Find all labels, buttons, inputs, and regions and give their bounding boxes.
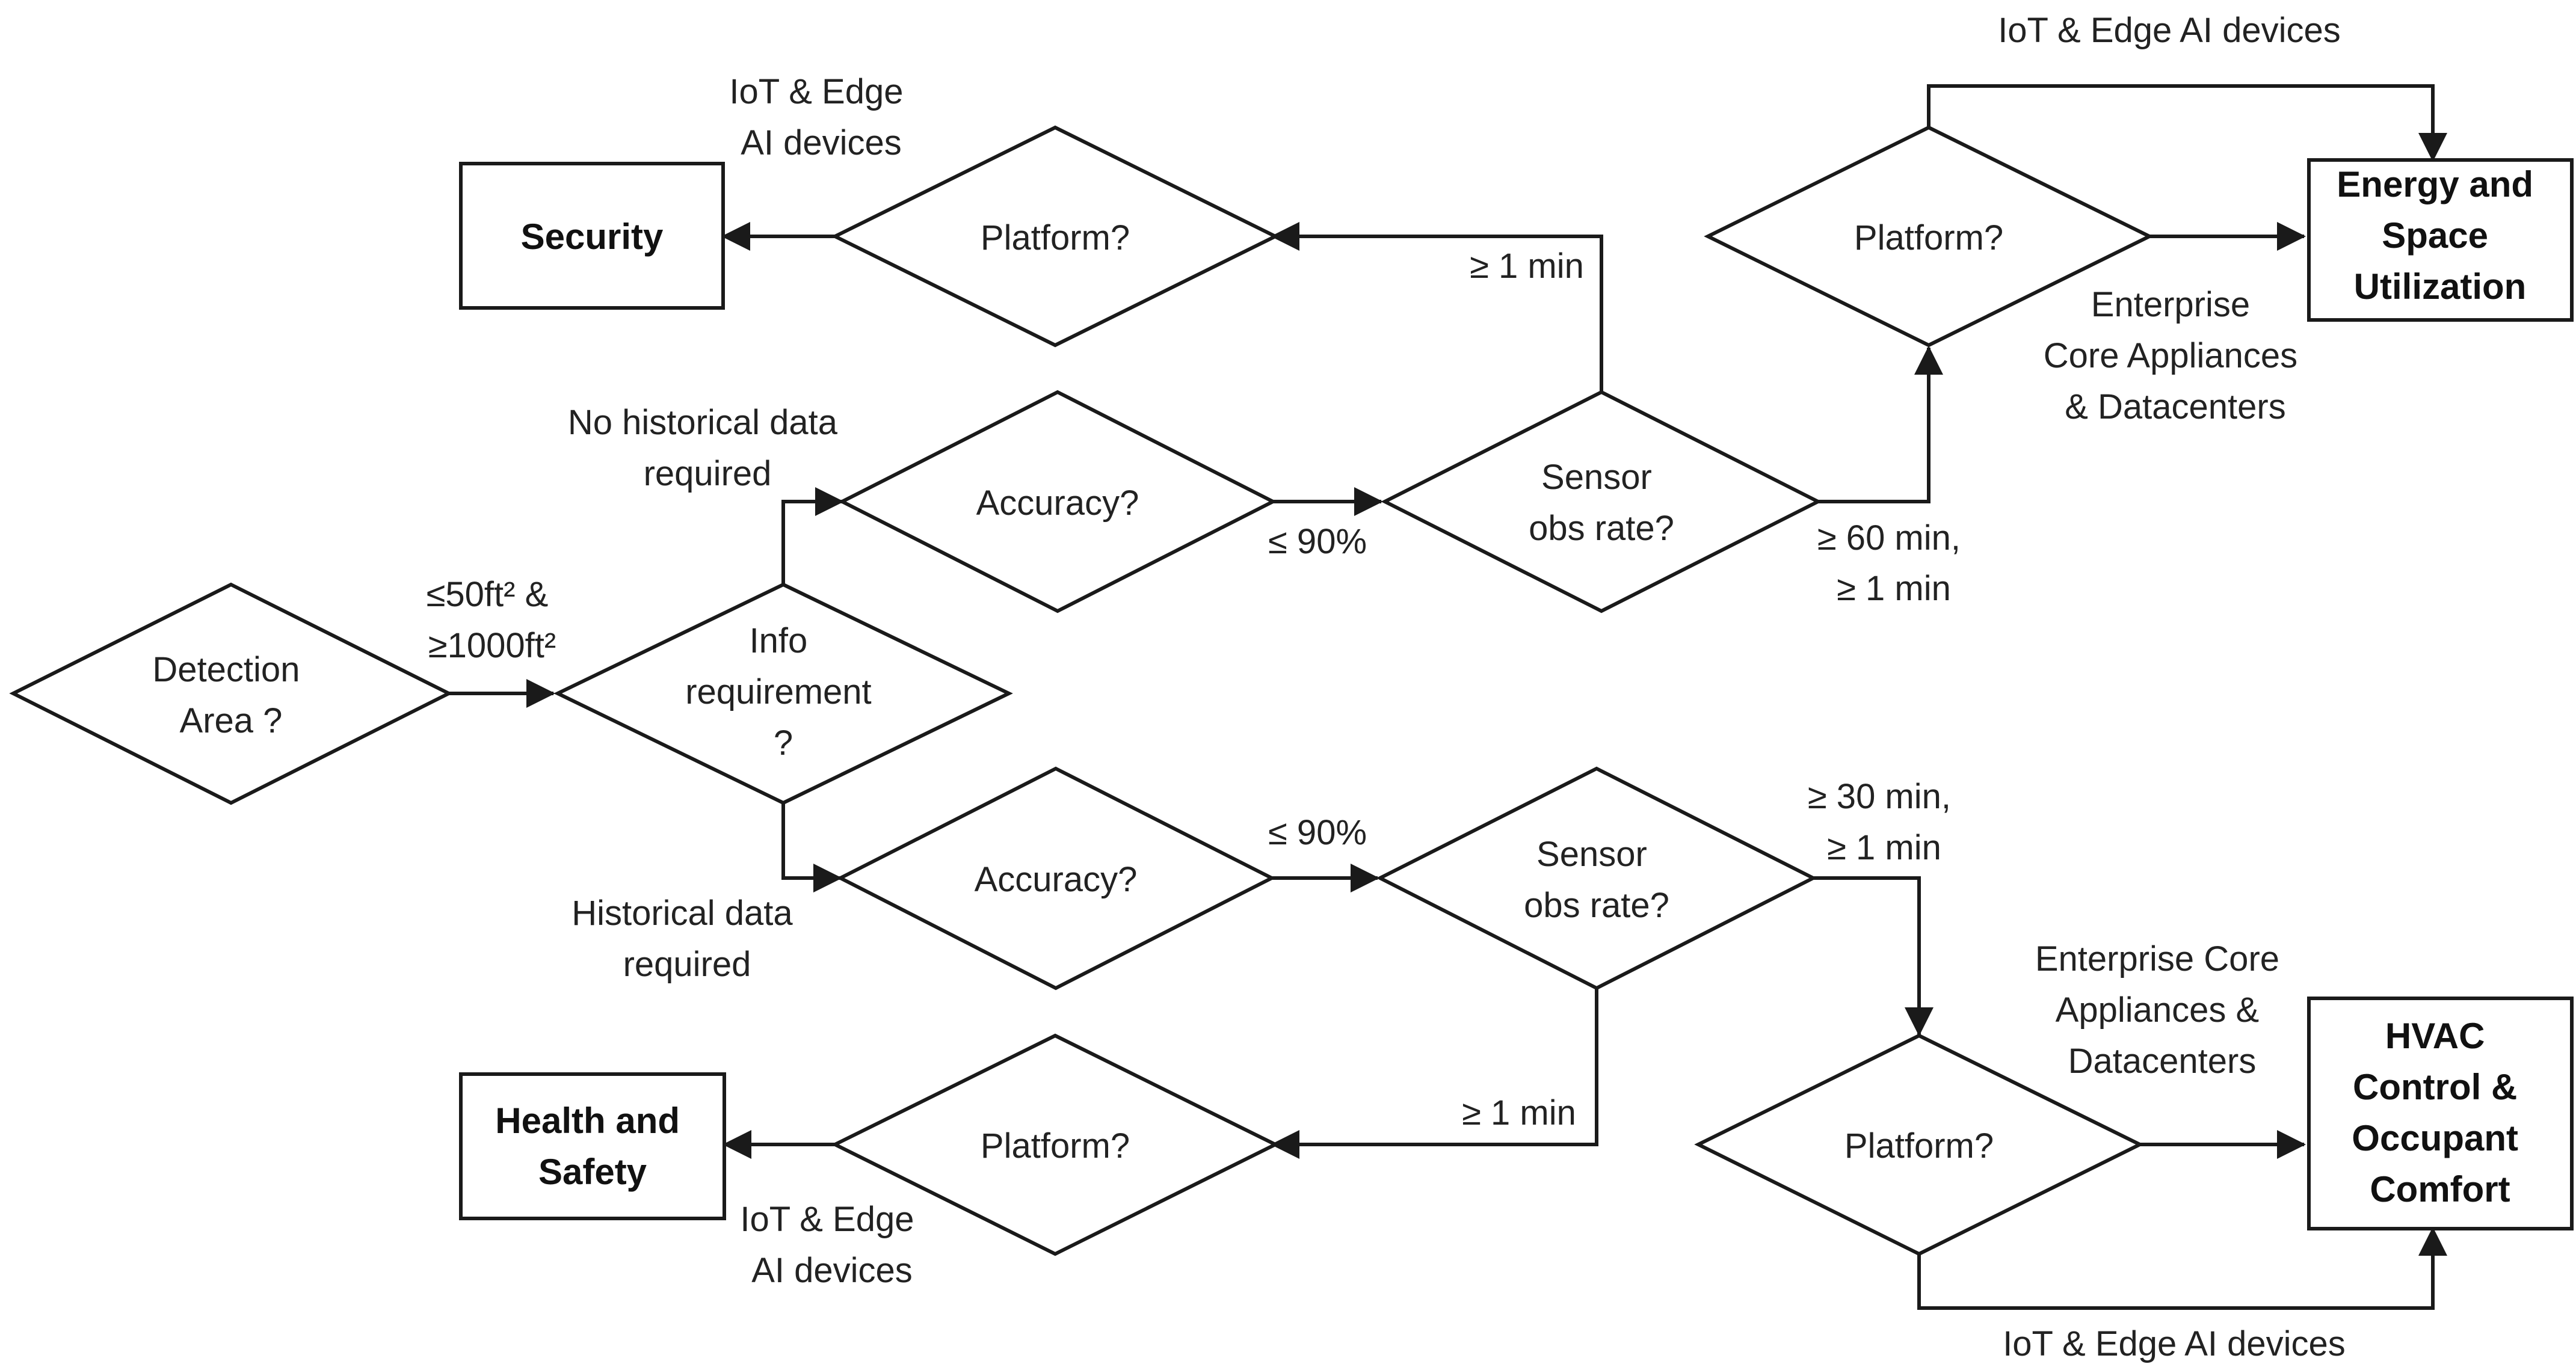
- edge-info-to-accuracy-top: [781, 487, 844, 585]
- sensor-bottom-ge1-label: ≥ 1 min: [1462, 1093, 1576, 1132]
- sensor-bottom-ge30-label: ≥ 30 min, ≥ 1 min: [1808, 777, 1961, 867]
- accuracy-top-label: Accuracy?: [976, 484, 1139, 523]
- health-safety-label: Health and Safety: [495, 1101, 689, 1192]
- historical-label: Historical data required: [572, 894, 803, 984]
- platform-hvac-label: Platform?: [1844, 1126, 1994, 1166]
- platform-health-label: Platform?: [981, 1126, 1130, 1166]
- platform-security-label: Platform?: [981, 218, 1130, 257]
- accuracy-top-diamond: [838, 390, 1277, 613]
- detection-area-label: Detection Area ?: [152, 650, 309, 740]
- energy-space-box: [2307, 158, 2574, 322]
- sensor-top-ge60-label: ≥ 60 min, ≥ 1 min: [1817, 518, 1970, 608]
- sensor-top-ge1-label: ≥ 1 min: [1470, 247, 1584, 286]
- detection-area-diamond: [9, 582, 453, 805]
- hvac-iot-label: IoT & Edge AI devices: [2003, 1324, 2346, 1363]
- security-label: Security: [521, 217, 664, 257]
- health-iot-label: IoT & Edge AI devices: [740, 1200, 923, 1290]
- accuracy-top-le90-label: ≤ 90%: [1268, 522, 1367, 561]
- hvac-comfort-label: HVAC Control & Occupant Comfort: [2352, 1016, 2528, 1209]
- edge-sensor-bottom-to-platform-hvac: [1813, 876, 1934, 1036]
- edge-platform-energy-iot: [1927, 84, 2447, 162]
- hvac-enterprise-label: Enterprise Core Appliances & Datacenters: [2035, 939, 2289, 1081]
- edge-info-to-accuracy-bottom: [781, 803, 842, 892]
- sensor-bottom-diamond: [1376, 766, 1817, 991]
- sensor-bottom-label: Sensor obs rate?: [1524, 835, 1669, 925]
- info-requirement-diamond: [553, 582, 1013, 805]
- security-box: [459, 162, 725, 310]
- edge-platform-hvac-iot: [1917, 1227, 2447, 1310]
- info-requirement-label: Info requirement ?: [685, 621, 881, 763]
- platform-energy-diamond: [1704, 125, 2154, 348]
- outcome-nodes: [459, 158, 2574, 1230]
- connectors: [449, 84, 2447, 1310]
- energy-iot-label: IoT & Edge AI devices: [1998, 11, 2341, 50]
- platform-security-diamond: [831, 125, 1280, 348]
- sensor-top-label: Sensor obs rate?: [1529, 458, 1674, 548]
- sensor-top-diamond: [1381, 390, 1822, 613]
- energy-space-label: Energy and Space Utilization: [2337, 164, 2543, 307]
- accuracy-bottom-label: Accuracy?: [975, 860, 1138, 899]
- hvac-comfort-box: [2307, 997, 2574, 1230]
- decision-nodes: [9, 125, 2154, 1256]
- accuracy-bottom-diamond: [836, 766, 1276, 991]
- platform-energy-label: Platform?: [1854, 218, 2003, 257]
- edge-sensor-bottom-to-platform-health: [1271, 988, 1598, 1159]
- security-iot-label: IoT & Edge AI devices: [729, 72, 913, 162]
- energy-enterprise-label: Enterprise Core Appliances & Datacenters: [2044, 285, 2308, 426]
- accuracy-bottom-le90-label: ≤ 90%: [1268, 813, 1367, 852]
- edge-sensor-top-to-platform-energy: [1818, 346, 1943, 503]
- edge-labels: ≤50ft² & ≥1000ft² No historical data req…: [427, 11, 2346, 1363]
- area-range-label: ≤50ft² & ≥1000ft²: [427, 575, 558, 665]
- node-labels: Detection Area ? Info requirement ? Accu…: [152, 164, 2543, 1209]
- health-safety-box: [459, 1072, 726, 1220]
- platform-hvac-diamond: [1694, 1033, 2144, 1256]
- no-historical-label: No historical data required: [568, 403, 847, 493]
- platform-health-diamond: [831, 1033, 1280, 1256]
- edge-sensor-top-to-platform-security: [1271, 222, 1603, 392]
